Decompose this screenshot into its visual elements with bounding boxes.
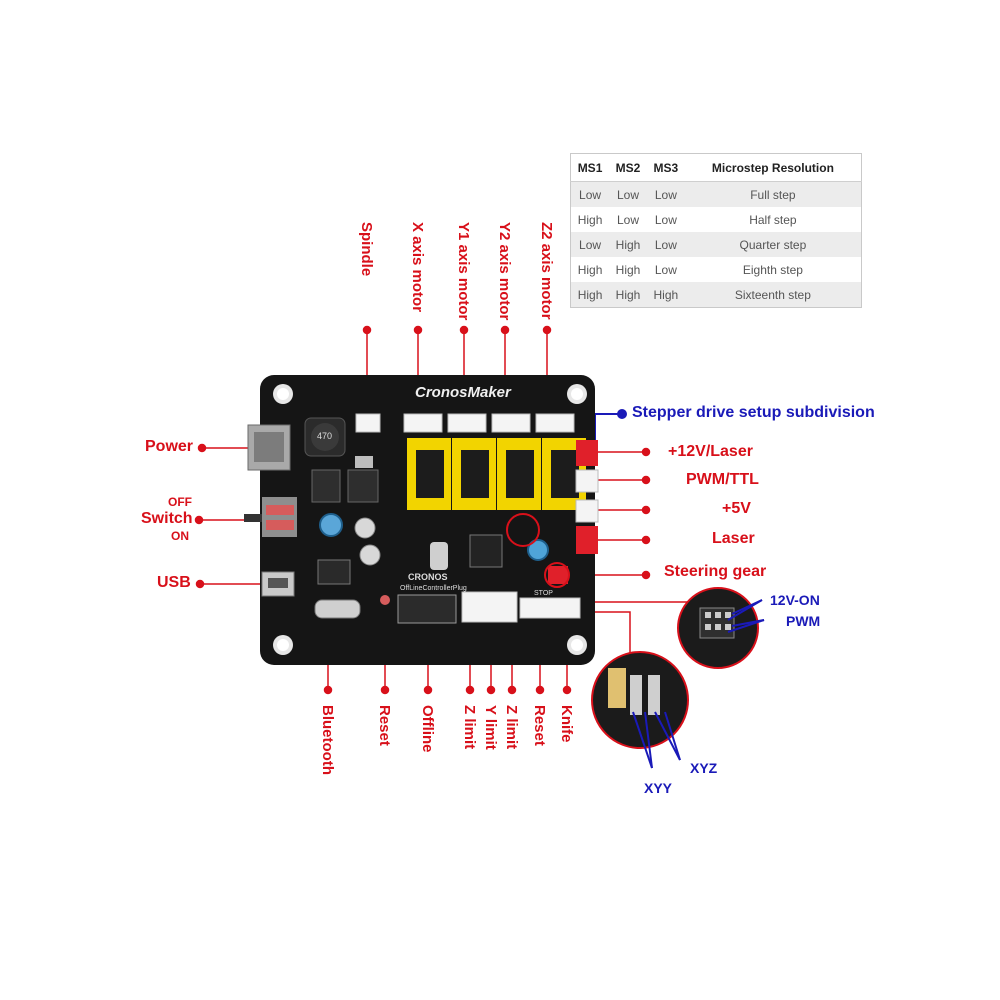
- label-xyy: XYY: [644, 780, 673, 796]
- label-x-axis-motor: X axis motor: [409, 222, 426, 313]
- label-off: OFF: [168, 495, 192, 509]
- xyz-pointers: [632, 711, 681, 769]
- table-cell: Eighth step: [742, 262, 803, 277]
- table-row: Low Low Low Full step: [570, 181, 862, 207]
- label-z-limit-2: Z limit: [503, 705, 520, 750]
- label-pwm: PWM: [786, 613, 821, 629]
- label-reset: Reset: [376, 705, 393, 746]
- table-cell: Low: [609, 181, 647, 207]
- table-header-row: MS1 MS2 MS3 Microstep Resolution: [570, 153, 862, 182]
- table-header: Microstep Resolution: [684, 153, 862, 182]
- label-y-limit: Y limit: [482, 705, 499, 750]
- table-cell: Low: [646, 181, 685, 207]
- label-power: Power: [145, 438, 194, 455]
- table-row: Low High Low Quarter step: [570, 232, 862, 257]
- table-cell: High: [609, 282, 647, 308]
- table-cell: High: [570, 282, 610, 308]
- table-header: MS2: [609, 153, 647, 182]
- microstep-table: MS1 MS2 MS3 Microstep Resolution Low Low…: [570, 153, 862, 308]
- label-12v-on: 12V-ON: [770, 592, 820, 608]
- stop-marking: STOP: [534, 590, 553, 597]
- table-cell: High: [646, 282, 685, 308]
- offline-plug-marking: OffLineControllerPlug: [400, 585, 467, 592]
- board-logo: CRONOS: [408, 572, 448, 582]
- label-laser: Laser: [712, 530, 755, 547]
- table-cell: Low: [654, 212, 677, 227]
- table-row: High Low Low Half step: [571, 207, 862, 232]
- table-cell: Half step: [749, 212, 797, 227]
- label-spindle: Spindle: [358, 222, 375, 277]
- label-offline: Offline: [419, 705, 436, 753]
- inductor-marking: 470: [317, 431, 333, 441]
- label-pwm-ttl: PWM/TTL: [686, 471, 759, 488]
- label-knife: Knife: [558, 705, 575, 743]
- label-usb: USB: [157, 574, 191, 591]
- table-row: High High High Sixteenth step: [570, 282, 862, 308]
- board-brand: CronosMaker: [415, 384, 511, 401]
- label-on: ON: [171, 529, 189, 543]
- label-steering-gear: Steering gear: [664, 563, 767, 580]
- label-y1-axis-motor: Y1 axis motor: [455, 222, 472, 321]
- table-cell: Low: [570, 232, 610, 257]
- label-reset-2: Reset: [531, 705, 548, 746]
- table-cell: Full step: [684, 181, 862, 207]
- table-header: MS1: [570, 153, 610, 182]
- power-pointers: [727, 599, 765, 633]
- table-cell: Low: [617, 212, 640, 227]
- label-12v-laser: +12V/Laser: [668, 443, 753, 460]
- table-cell: Sixteenth step: [684, 282, 862, 308]
- label-z2-axis-motor: Z2 axis motor: [538, 222, 555, 320]
- table-cell: Low: [646, 232, 685, 257]
- jumper-inset: [591, 651, 689, 749]
- table-cell: High: [609, 232, 647, 257]
- pcb-board: [244, 375, 599, 665]
- table-cell: High: [615, 262, 641, 277]
- table-cell: High: [577, 212, 603, 227]
- label-xyz: XYZ: [690, 760, 718, 776]
- label-5v: +5V: [722, 500, 751, 517]
- table-cell: Quarter step: [684, 232, 862, 257]
- power-inset: [677, 587, 759, 669]
- label-z-limit: Z limit: [461, 705, 478, 750]
- table-row: High High Low Eighth step: [571, 257, 862, 282]
- label-switch: Switch: [141, 510, 193, 527]
- table-cell: Low: [654, 262, 677, 277]
- table-cell: High: [577, 262, 603, 277]
- table-header: MS3: [646, 153, 685, 182]
- label-stepper-subdivision: Stepper drive setup subdivision: [632, 404, 875, 421]
- label-bluetooth: Bluetooth: [319, 705, 336, 775]
- label-y2-axis-motor: Y2 axis motor: [496, 222, 513, 321]
- table-cell: Low: [570, 181, 610, 207]
